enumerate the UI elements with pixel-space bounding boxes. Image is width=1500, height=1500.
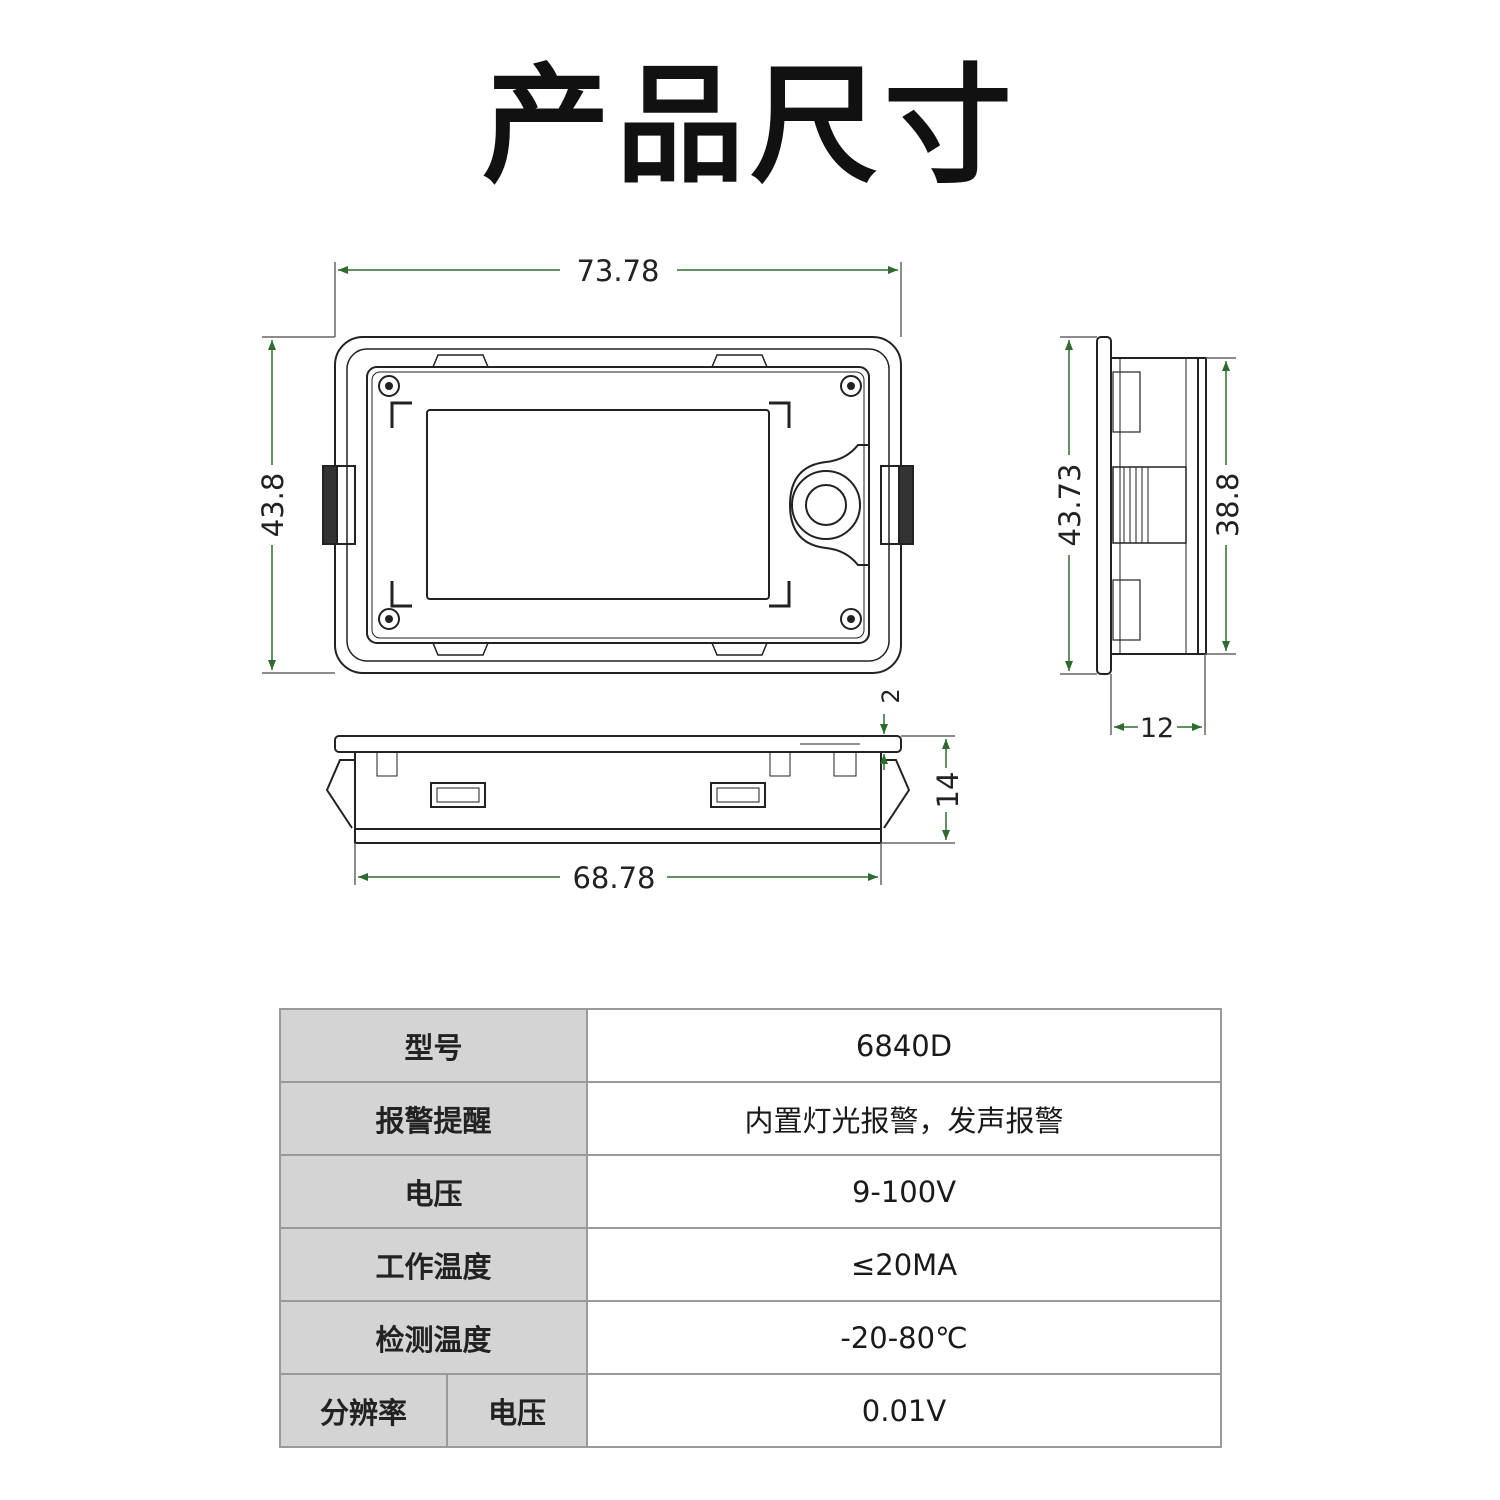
bottom-view [325,735,911,844]
side-view [1096,336,1207,675]
front-view [322,336,914,674]
spec-value-working: ≤20MA [586,1227,1222,1302]
dim-bottom-width: 68.78 [572,861,655,895]
spec-label-alarm: 报警提醒 [279,1081,588,1156]
dim-side-height-inner: 38.8 [1211,473,1245,538]
dim-bottom-height: 14 [931,772,965,809]
dimension-drawing: 73.78 43.8 43.73 38.8 12 2 14 68.78 [256,254,1245,895]
spec-label-resolution: 分辨率 [279,1373,448,1448]
spec-label-working: 工作温度 [279,1227,588,1302]
spec-value-resolution: 0.01V [586,1373,1222,1448]
dimension-lines [262,262,1236,885]
table-row: 工作温度 ≤20MA [279,1227,1222,1302]
table-row: 分辨率 电压 0.01V [279,1373,1222,1448]
page-title: 产品尺寸 [481,52,1018,201]
table-row: 电压 9-100V [279,1154,1222,1229]
dim-side-height-outer: 43.73 [1053,463,1087,546]
spec-value-detect: -20-80℃ [586,1300,1222,1375]
dim-bottom-lip: 2 [877,688,905,703]
dim-side-depth: 12 [1140,713,1174,744]
spec-value-alarm: 内置灯光报警，发声报警 [586,1081,1222,1156]
spec-value-voltage: 9-100V [586,1154,1222,1229]
spec-label-detect: 检测温度 [279,1300,588,1375]
dim-front-width: 73.78 [576,254,659,288]
table-row: 检测温度 -20-80℃ [279,1300,1222,1375]
dim-front-height: 43.8 [256,473,290,538]
table-row: 报警提醒 内置灯光报警，发声报警 [279,1081,1222,1156]
spec-table: 型号 6840D 报警提醒 内置灯光报警，发声报警 电压 9-100V 工作温度… [279,1008,1222,1448]
table-row: 型号 6840D [279,1008,1222,1083]
spec-value-model: 6840D [586,1008,1222,1083]
spec-label-voltage: 电压 [279,1154,588,1229]
spec-label-model: 型号 [279,1008,588,1083]
spec-sublabel-resolution: 电压 [446,1373,588,1448]
